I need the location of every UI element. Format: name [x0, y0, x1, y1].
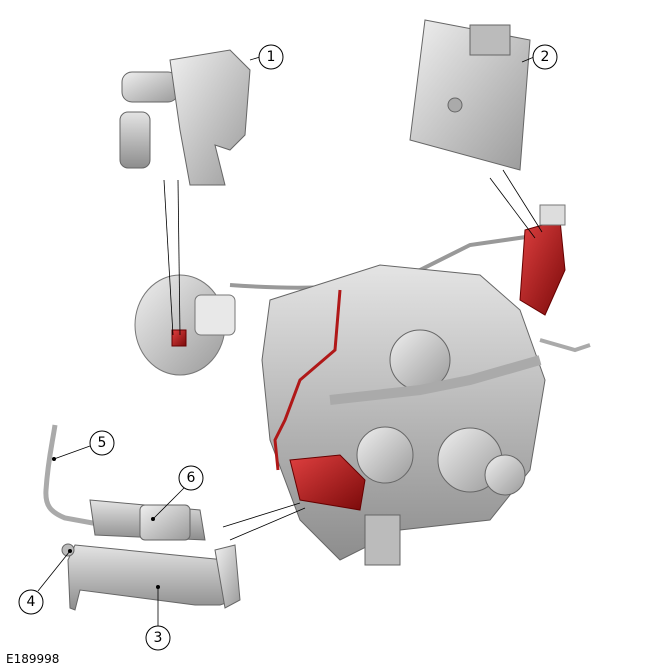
highlighted-sensor-location — [171, 329, 187, 347]
callout-5: 5 — [89, 430, 115, 456]
callout-6: 6 — [178, 465, 204, 491]
svg-text:3: 3 — [154, 630, 163, 646]
callout-3: 3 — [145, 625, 171, 651]
leader-dots — [52, 457, 160, 589]
starter-motor — [43, 424, 241, 611]
svg-text:6: 6 — [187, 470, 196, 486]
leader-lines — [37, 56, 543, 626]
svg-text:4: 4 — [27, 594, 36, 610]
highlighted-wiring — [273, 289, 342, 471]
figure-id-label: E189998 — [6, 652, 60, 666]
callout-1: 1 — [258, 44, 284, 70]
svg-text:5: 5 — [98, 435, 107, 451]
svg-text:2: 2 — [541, 49, 550, 65]
highlighted-ecu-location — [519, 219, 566, 316]
callout-2: 2 — [532, 44, 558, 70]
callout-4: 4 — [18, 589, 44, 615]
sensor-part — [119, 49, 251, 186]
ecu-part — [409, 19, 531, 171]
engine — [261, 204, 591, 566]
highlighted-starter-location — [289, 454, 366, 511]
svg-text:1: 1 — [267, 49, 276, 65]
